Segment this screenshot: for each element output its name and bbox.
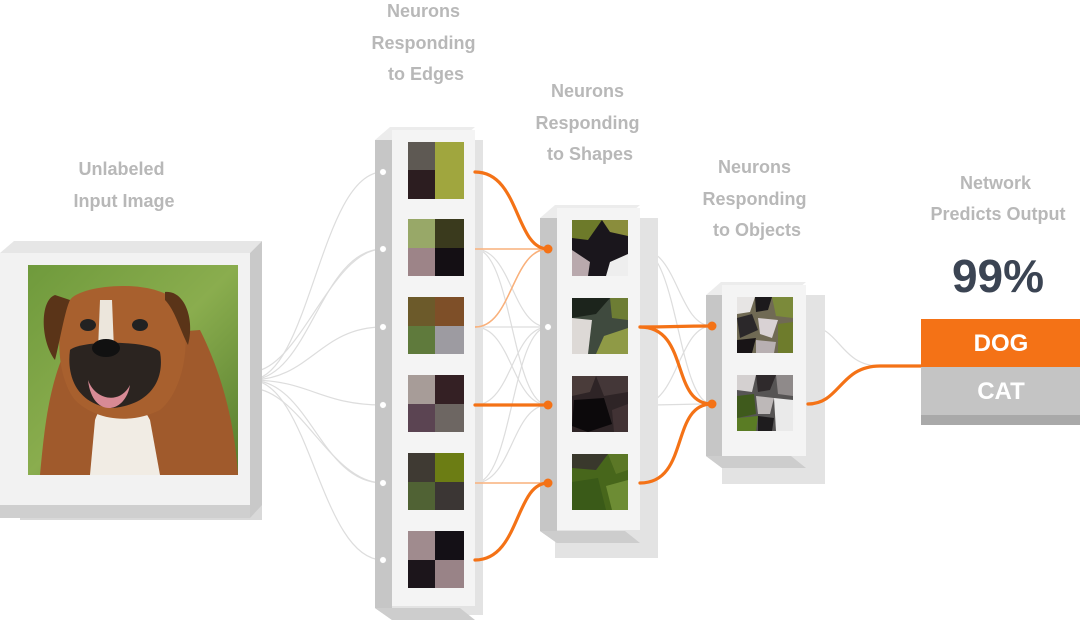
edge-feature-tile: [408, 531, 464, 588]
object-feature-tile: [737, 375, 793, 431]
edge-feature-tile: [408, 142, 464, 199]
objects-label: Neurons Responding to Objects: [702, 157, 811, 240]
cat-class-label: CAT: [977, 378, 1025, 405]
object-feature-tile: [737, 297, 793, 353]
edge-feature-tile: [408, 375, 464, 432]
input-label: Unlabeled Input Image: [73, 159, 174, 211]
dog-class-label: DOG: [974, 330, 1029, 357]
strong-active-connections: [473, 170, 923, 562]
shape-feature-tile: [572, 454, 628, 510]
input-to-edges-connections: [249, 171, 384, 561]
shape-feature-tile: [572, 298, 628, 354]
cat-class-box: [921, 367, 1080, 415]
edges-to-shapes-connections: [474, 248, 549, 484]
shapes-layer-column: [540, 205, 658, 558]
output-classes: DOG CAT: [921, 319, 1080, 425]
active-node-dots: [543, 244, 717, 488]
weak-active-connections: [474, 248, 549, 484]
edges-label: Neurons Responding to Edges: [371, 1, 480, 84]
dog-photo: [40, 286, 238, 475]
edges-layer-column: [375, 127, 483, 620]
dog-class-box: [921, 319, 1080, 367]
edge-feature-tile: [408, 219, 464, 276]
shape-feature-tile: [572, 376, 628, 432]
shape-feature-tile: [572, 220, 628, 276]
input-image-frame: [0, 241, 262, 520]
edge-feature-tile: [408, 453, 464, 510]
edge-feature-tile: [408, 297, 464, 354]
output-label: Network Predicts Output: [930, 173, 1065, 224]
objects-layer-column: [706, 282, 825, 484]
shapes-label: Neurons Responding to Shapes: [535, 81, 644, 164]
confidence-value: 99%: [952, 250, 1044, 302]
